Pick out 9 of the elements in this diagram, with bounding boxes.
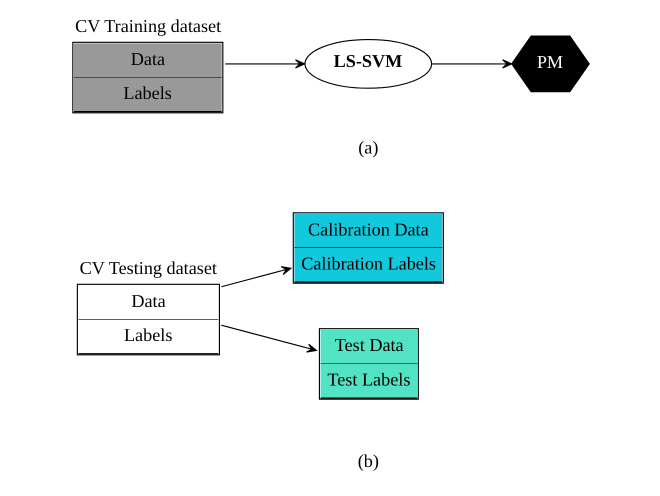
node-label: CV Testing dataset: [80, 258, 218, 278]
label: (b): [358, 451, 379, 472]
arrow: [221, 266, 292, 288]
arrow: [432, 59, 512, 69]
label: (a): [358, 137, 378, 158]
arrow: [225, 59, 306, 69]
node-ellipse: LS-SVM: [304, 38, 432, 89]
node-label: CV Training dataset: [75, 16, 222, 36]
arrow: [221, 324, 317, 353]
